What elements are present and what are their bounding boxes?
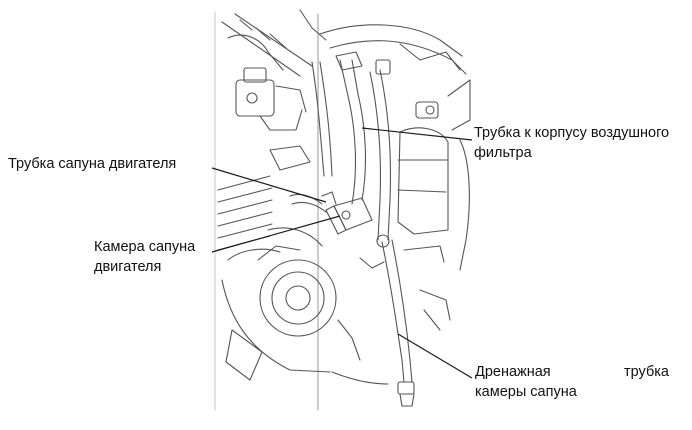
label-drain-tube: Дренажная трубка камеры сапуна [475, 362, 669, 402]
leader-line-drain [397, 333, 473, 379]
label-breather-tube: Трубка сапуна двигателя [8, 156, 177, 172]
label-drain-tube-line2: камеры сапуна [475, 384, 577, 400]
label-air-filter-tube-line1: Трубка к корпусу воздушного [474, 125, 670, 141]
leader-line-air-filter [361, 127, 473, 141]
label-drain-tube-word2: трубка [624, 364, 669, 380]
engine-illustration [214, 9, 471, 411]
leader-line-breather-tube [211, 167, 327, 203]
label-breather-chamber-line1: Камера сапуна [94, 239, 196, 255]
label-breather-chamber: Камера сапуна двигателя [94, 237, 195, 277]
leader-line-breather-chamber [211, 215, 341, 253]
label-breather-chamber-line2: двигателя [94, 259, 162, 275]
label-drain-tube-word1: Дренажная [475, 364, 551, 380]
label-air-filter-tube: Трубка к корпусу воздушного фильтра [474, 123, 669, 163]
label-drain-tube-line1: Дренажная трубка [475, 362, 669, 382]
label-air-filter-tube-line2: фильтра [474, 145, 532, 161]
leader-lines [211, 127, 473, 379]
